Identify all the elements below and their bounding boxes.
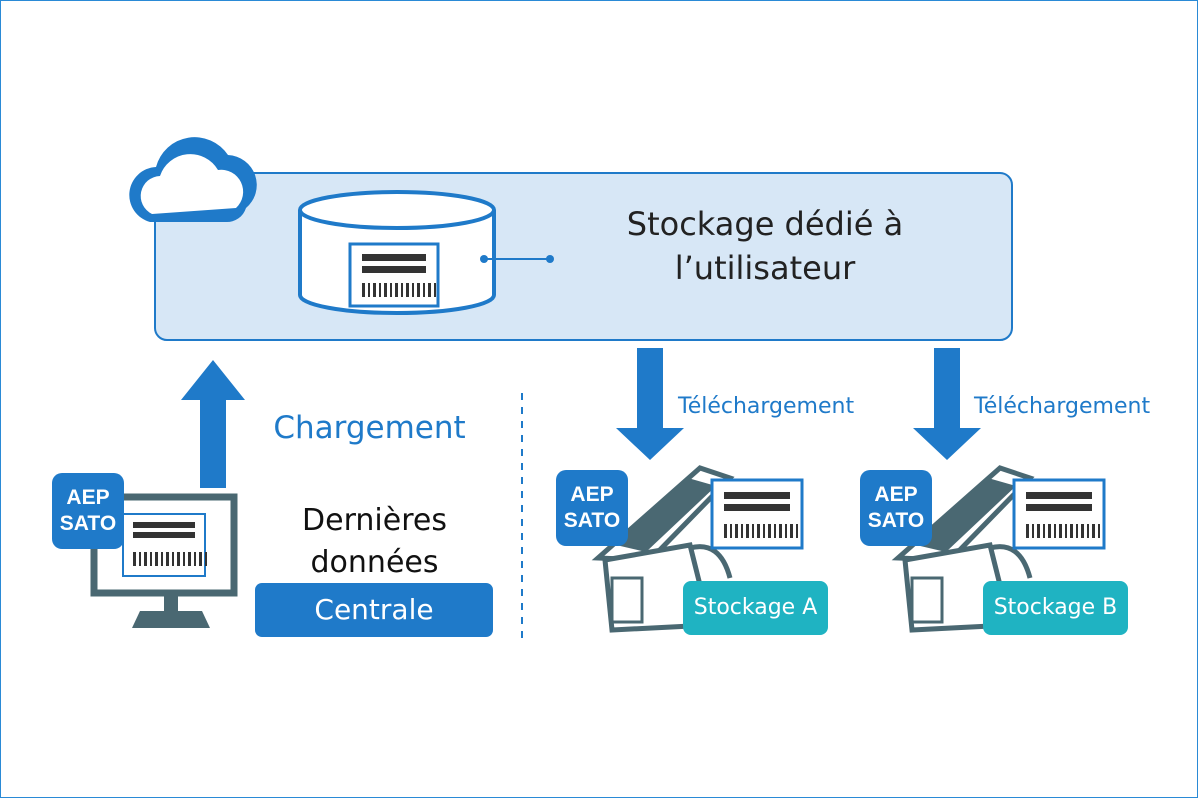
download-label-b: Téléchargement: [974, 394, 1151, 419]
database-icon: [298, 190, 496, 315]
download-arrow-a: [616, 348, 684, 460]
sato-text: SATO: [59, 512, 117, 535]
aep-text: AEP: [874, 483, 918, 506]
cloud-icon: [129, 137, 257, 223]
storage-a-badge: Stockage A: [683, 581, 828, 635]
storage-title: Stockage dédié à l’utilisateur: [560, 202, 970, 290]
aep-text: AEP: [66, 486, 110, 509]
storage-title-line2: l’utilisateur: [674, 249, 856, 287]
latest-data-line1: Dernières: [302, 503, 447, 538]
aep-sato-badge-central: AEP SATO: [52, 473, 124, 549]
aep-sato-badge-a: AEP SATO: [556, 470, 628, 546]
download-arrow-b: [913, 348, 981, 460]
download-label-a: Téléchargement: [678, 394, 855, 419]
sato-text: SATO: [867, 509, 925, 532]
monitor-icon: [90, 493, 238, 628]
aep-sato-badge-b: AEP SATO: [860, 470, 932, 546]
storage-connector: [480, 255, 554, 263]
upload-arrow: [181, 360, 245, 488]
sato-text: SATO: [563, 509, 621, 532]
printer-a-icon: [591, 465, 804, 633]
storage-b-badge: Stockage B: [983, 581, 1128, 635]
central-badge: Centrale: [255, 583, 493, 637]
storage-title-line1: Stockage dédié à: [626, 205, 904, 243]
aep-text: AEP: [570, 483, 614, 506]
upload-label: Chargement: [273, 410, 466, 446]
latest-data-label: Dernières données: [262, 500, 487, 584]
latest-data-line2: données: [310, 545, 439, 580]
